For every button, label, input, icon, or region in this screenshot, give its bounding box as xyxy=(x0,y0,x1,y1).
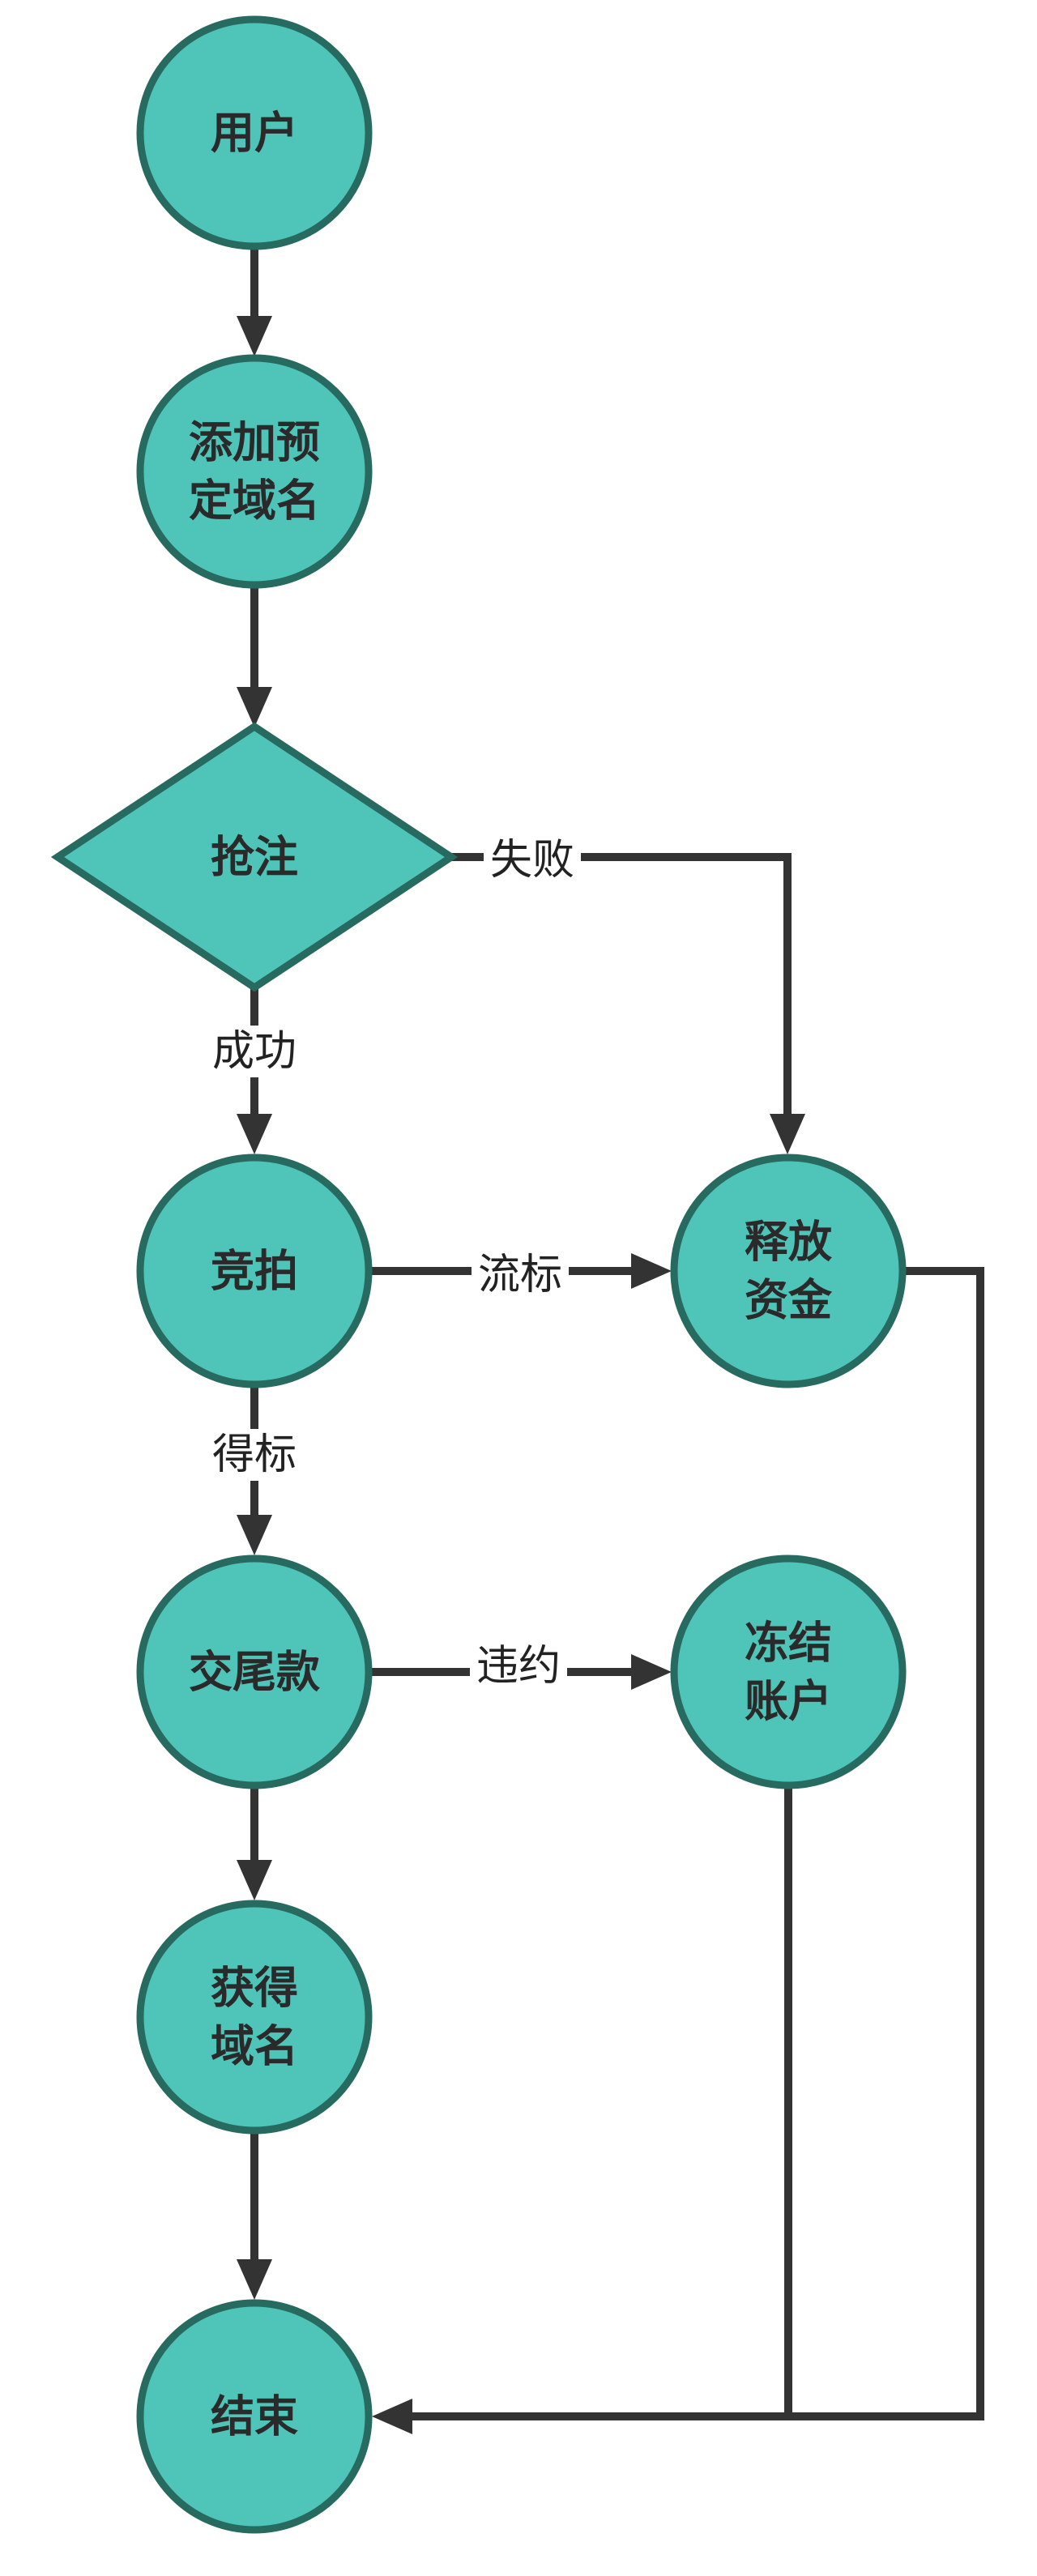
edge-label-background xyxy=(206,1026,303,1077)
node-label: 资金 xyxy=(745,1275,833,1326)
edge-snatch-to-release_funds xyxy=(451,853,805,1154)
node-label: 用户 xyxy=(211,108,298,159)
arrow-head-icon xyxy=(631,1253,672,1289)
node-label: 结束 xyxy=(211,2391,298,2442)
edge-label-text: 成功 xyxy=(212,1027,297,1076)
node-end: 结束 xyxy=(136,2299,373,2534)
process-circle xyxy=(670,1555,907,1789)
node-pay-balance: 交尾款 xyxy=(136,1555,373,1789)
arrow-head-icon xyxy=(237,1114,272,1154)
edge-add_domain-to-snatch xyxy=(237,588,272,727)
node-label: 竞拍 xyxy=(211,1246,298,1297)
arrow-head-icon xyxy=(237,1860,272,1900)
arrow-head-icon xyxy=(237,687,272,727)
edge-label-background xyxy=(484,834,581,886)
process-circle xyxy=(670,1154,907,1388)
decision-diamond xyxy=(50,722,459,992)
arrow-head-icon xyxy=(770,1114,805,1154)
node-label: 域名 xyxy=(211,2021,298,2072)
edge-label-text: 违约 xyxy=(476,1642,561,1691)
edge-line xyxy=(451,853,792,1117)
arrow-head-icon xyxy=(631,1654,672,1690)
edge-label-e5: 流标 xyxy=(472,1249,569,1301)
edge-get_domain-to-end xyxy=(237,2134,272,2300)
edge-label-background xyxy=(470,1640,567,1692)
node-label: 获得 xyxy=(211,1963,298,2014)
edge-label-e3: 失败 xyxy=(484,834,581,886)
arrow-head-icon xyxy=(237,1515,272,1555)
node-label: 定域名 xyxy=(189,476,320,527)
edge-label-e7: 得标 xyxy=(206,1429,303,1481)
edge-pay_balance-to-get_domain xyxy=(237,1789,272,1900)
node-label: 交尾款 xyxy=(189,1647,320,1698)
arrow-head-icon xyxy=(237,2259,272,2300)
edge-label-background xyxy=(472,1249,569,1301)
arrow-head-icon xyxy=(372,2399,412,2434)
edge-user-to-add_domain xyxy=(237,249,272,356)
node-label: 账户 xyxy=(745,1676,832,1727)
edge-label-e4: 成功 xyxy=(206,1026,303,1077)
edge-label-text: 失败 xyxy=(490,836,574,885)
arrow-head-icon xyxy=(237,316,272,356)
process-circle xyxy=(136,1154,373,1388)
node-user: 用户 xyxy=(136,15,373,250)
node-snatch: 抢注 xyxy=(50,722,459,992)
node-label: 冻结 xyxy=(745,1618,832,1669)
node-label: 抢注 xyxy=(211,832,298,883)
edge-label-e8: 违约 xyxy=(470,1640,567,1692)
process-circle xyxy=(136,15,373,250)
edge-label-text: 得标 xyxy=(212,1431,297,1479)
process-circle xyxy=(136,1900,373,2135)
edge-label-text: 流标 xyxy=(478,1251,562,1299)
edge-release_funds-to-end xyxy=(372,1267,984,2434)
node-label: 释放 xyxy=(745,1217,832,1268)
node-label: 添加预 xyxy=(189,417,320,468)
edge-line xyxy=(409,1267,984,2420)
edge-label-background xyxy=(206,1429,303,1481)
process-circle xyxy=(136,2299,373,2534)
node-auction: 竞拍 xyxy=(136,1154,373,1388)
process-circle xyxy=(136,1555,373,1789)
process-circle xyxy=(136,354,373,589)
